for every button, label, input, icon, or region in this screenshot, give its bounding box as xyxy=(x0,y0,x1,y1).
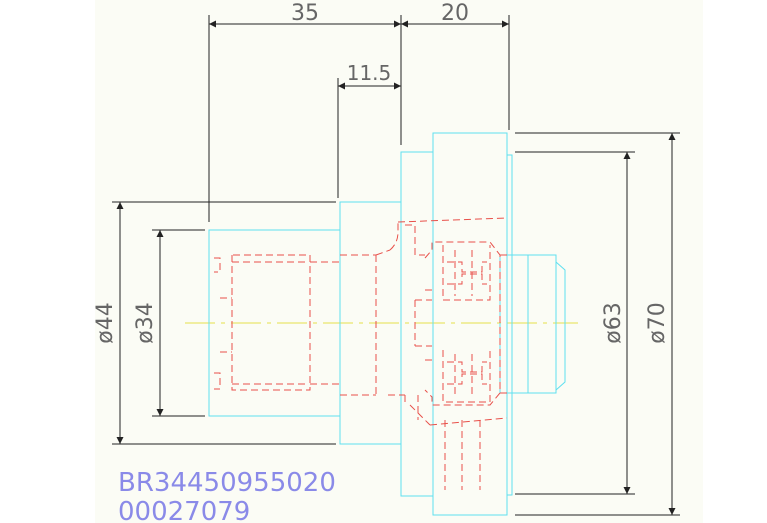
serial-number-label: 00027079 xyxy=(118,497,250,523)
dim-dia-34-label: ø34 xyxy=(133,302,158,343)
dim-dia-63-label: ø63 xyxy=(601,302,626,343)
dim-20-label: 20 xyxy=(441,1,469,26)
dim-dia-70-label: ø70 xyxy=(645,302,670,343)
dim-11-5-label: 11.5 xyxy=(347,61,392,85)
dim-dia-44-label: ø44 xyxy=(93,302,118,343)
part-number-label: BR34450955020 xyxy=(118,468,336,498)
part-outline xyxy=(208,132,566,516)
dimension-lines xyxy=(112,15,680,516)
hidden-lines xyxy=(214,217,508,490)
dim-35-label: 35 xyxy=(291,1,319,26)
